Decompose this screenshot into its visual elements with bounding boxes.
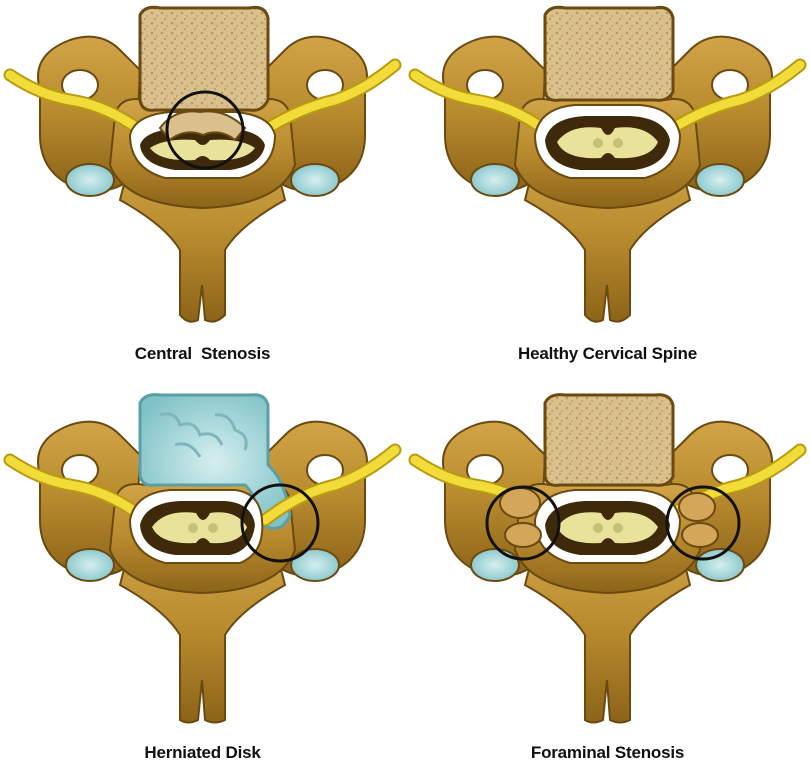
vertebral-body [545,395,673,486]
vertebral-body [545,7,673,100]
facet-joint-left [471,549,519,581]
panel-caption: Healthy Cervical Spine [405,344,810,364]
facet-joint-left [66,164,114,196]
vertebra-illustration [405,0,810,330]
vertebral-body [140,7,268,110]
facet-joint-right [696,164,744,196]
facet-joint-right [291,549,339,581]
facet-joint-right [291,164,339,196]
spinal-canal [535,105,680,178]
spinal-canal [535,490,680,563]
panel-caption: Foraminal Stenosis [405,743,810,763]
facet-joint-left [471,164,519,196]
vertebra-illustration [405,385,810,725]
vertebra-illustration [0,385,405,725]
panel-foraminal-stenosis: Foraminal Stenosis [405,385,810,770]
panel-healthy-cervical-spine: Healthy Cervical Spine [405,0,810,385]
panel-caption: Herniated Disk [0,743,405,763]
vertebra-illustration [0,0,405,330]
facet-joint-left [66,549,114,581]
panel-central-stenosis: Central Stenosis [0,0,405,385]
panel-caption: Central Stenosis [0,344,405,364]
panel-herniated-disk: Herniated Disk [0,385,405,770]
